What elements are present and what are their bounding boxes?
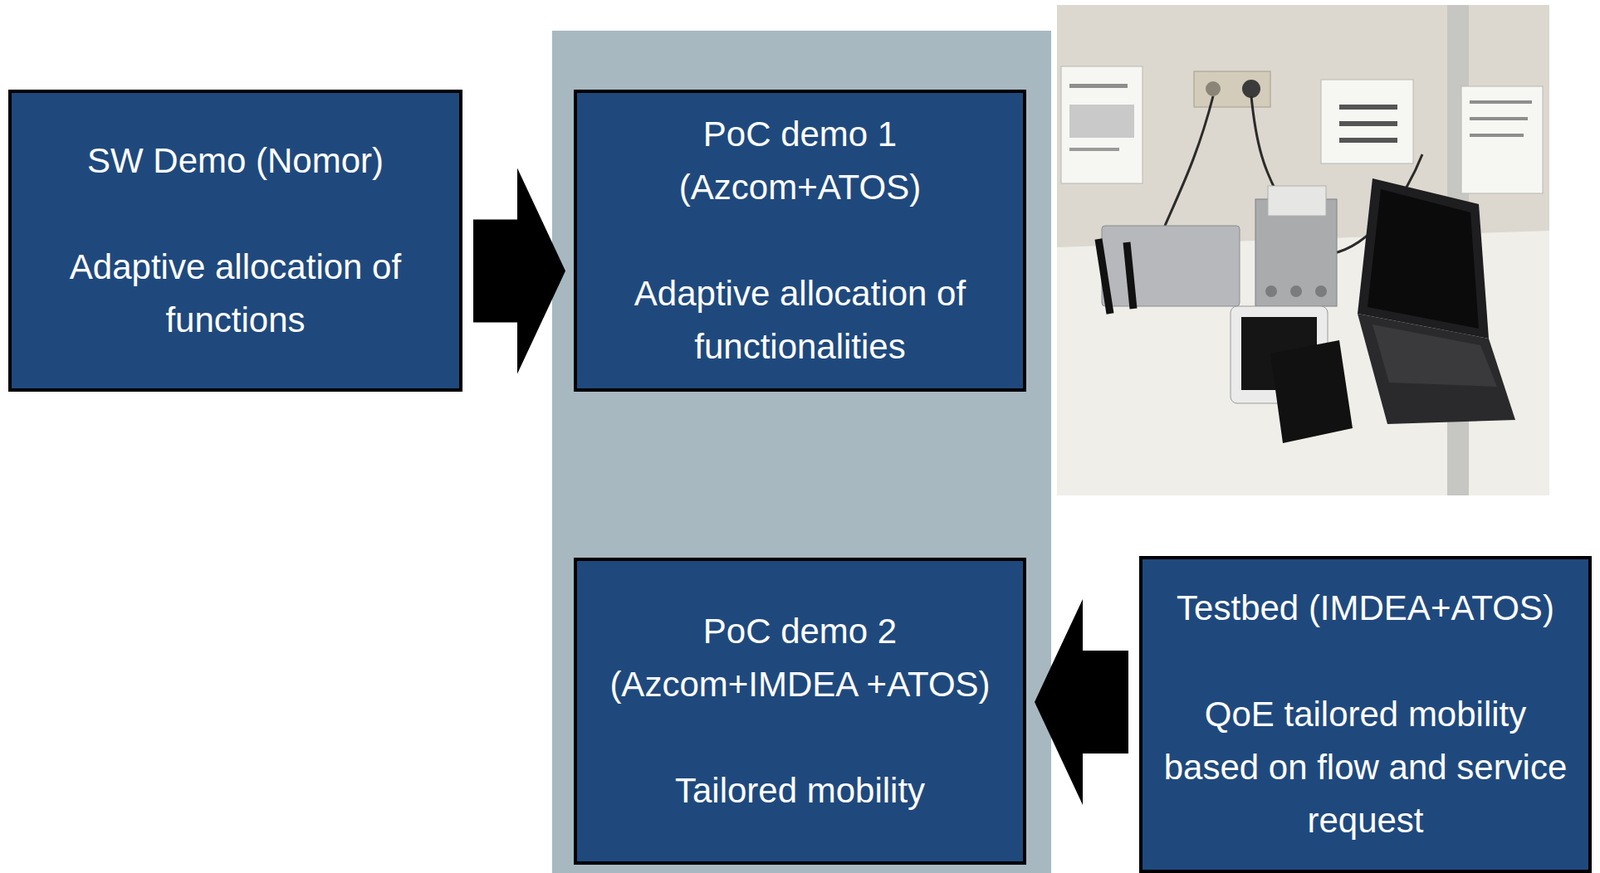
paper: [1461, 86, 1543, 194]
box-body: Adaptive allocation of functionalities: [592, 267, 1008, 374]
vent: [1290, 285, 1302, 298]
paper-line: [1069, 147, 1120, 152]
block-arrow: [1034, 599, 1129, 806]
paper-table: [1069, 104, 1135, 138]
antenna: [1098, 239, 1111, 314]
cable: [1251, 96, 1280, 198]
router-box: [1101, 225, 1240, 307]
process-box: PoC demo 1 (Azcom+ATOS) Adaptive allocati…: [573, 89, 1027, 392]
paper-line: [1339, 104, 1398, 110]
tablet: [1270, 340, 1353, 444]
socket: [1242, 79, 1261, 98]
vent: [1315, 285, 1327, 298]
paper-line: [1339, 121, 1398, 127]
antenna: [1126, 242, 1134, 309]
box-title: PoC demo 2 (Azcom+IMDEA +ATOS): [592, 605, 1008, 712]
process-box: PoC demo 2 (Azcom+IMDEA +ATOS) Tailored m…: [573, 557, 1027, 866]
paper: [1321, 79, 1414, 164]
paper-line: [1069, 83, 1128, 89]
server-top: [1267, 185, 1326, 216]
vent: [1265, 285, 1278, 298]
box-title: Testbed (IMDEA+ATOS): [1157, 582, 1574, 636]
laptop-base: [1357, 313, 1516, 425]
cable: [1164, 96, 1214, 226]
block-arrow: [473, 167, 566, 374]
socket: [1205, 81, 1221, 97]
outlet-plate: [1193, 71, 1271, 108]
box-body: Tailored mobility: [592, 764, 1008, 818]
box-body: Adaptive allocation of functions: [26, 240, 445, 348]
laptop-screen: [1367, 189, 1479, 329]
box-title: PoC demo 1 (Azcom+ATOS): [592, 107, 1008, 215]
keyboard: [1372, 324, 1498, 387]
paper-line: [1469, 117, 1528, 121]
box-body: QoE tailored mobility based on flow and …: [1157, 688, 1574, 848]
process-box: SW Demo (Nomor) Adaptive allocation of fu…: [8, 89, 463, 392]
box-title: SW Demo (Nomor): [26, 134, 445, 188]
paper-line: [1469, 100, 1532, 104]
paper-line: [1469, 133, 1524, 138]
paper: [1061, 66, 1143, 184]
lab-photo: [1056, 4, 1550, 496]
laptop-lid: [1357, 178, 1489, 339]
process-box: Testbed (IMDEA+ATOS) QoE tailored mobilit…: [1139, 556, 1592, 873]
paper-line: [1339, 137, 1398, 143]
